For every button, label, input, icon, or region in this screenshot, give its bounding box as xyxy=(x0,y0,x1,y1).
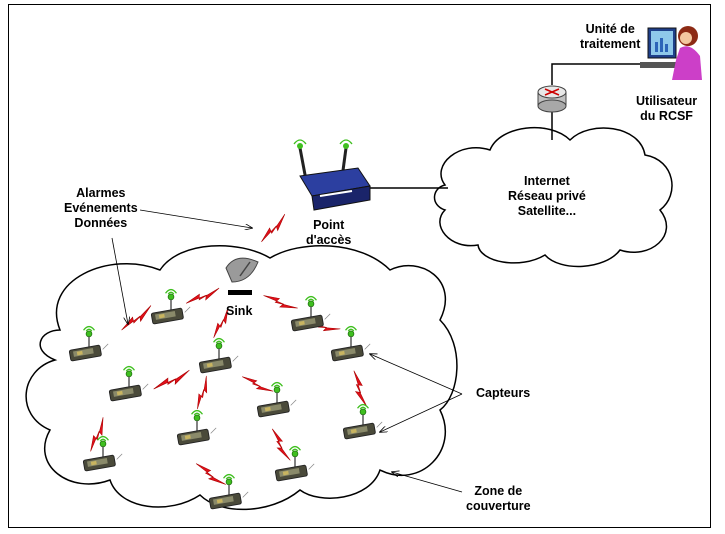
annotation-arrows xyxy=(111,209,463,493)
satellite-dish-icon xyxy=(225,257,259,295)
router-link xyxy=(551,63,640,85)
user-label: Utilisateur du RCSF xyxy=(636,94,698,123)
computer-user-icon xyxy=(640,26,702,80)
network-cloud xyxy=(433,127,673,268)
access-point-label: Point d'accès xyxy=(306,218,352,247)
coverage-zone-label: Zone de couverture xyxy=(466,484,531,513)
coverage-cloud xyxy=(25,244,458,511)
traffic-label: Alarmes Evénements Données xyxy=(64,186,138,230)
processing-unit-label: Unité de traitement xyxy=(580,22,641,51)
sink-label: Sink xyxy=(226,304,253,318)
sensors-label: Capteurs xyxy=(476,386,531,400)
diagram-frame xyxy=(8,4,711,528)
router-icon xyxy=(537,85,567,113)
network-cloud-label: Internet Réseau privé Satellite... xyxy=(508,174,586,218)
access-point-icon xyxy=(293,139,371,211)
